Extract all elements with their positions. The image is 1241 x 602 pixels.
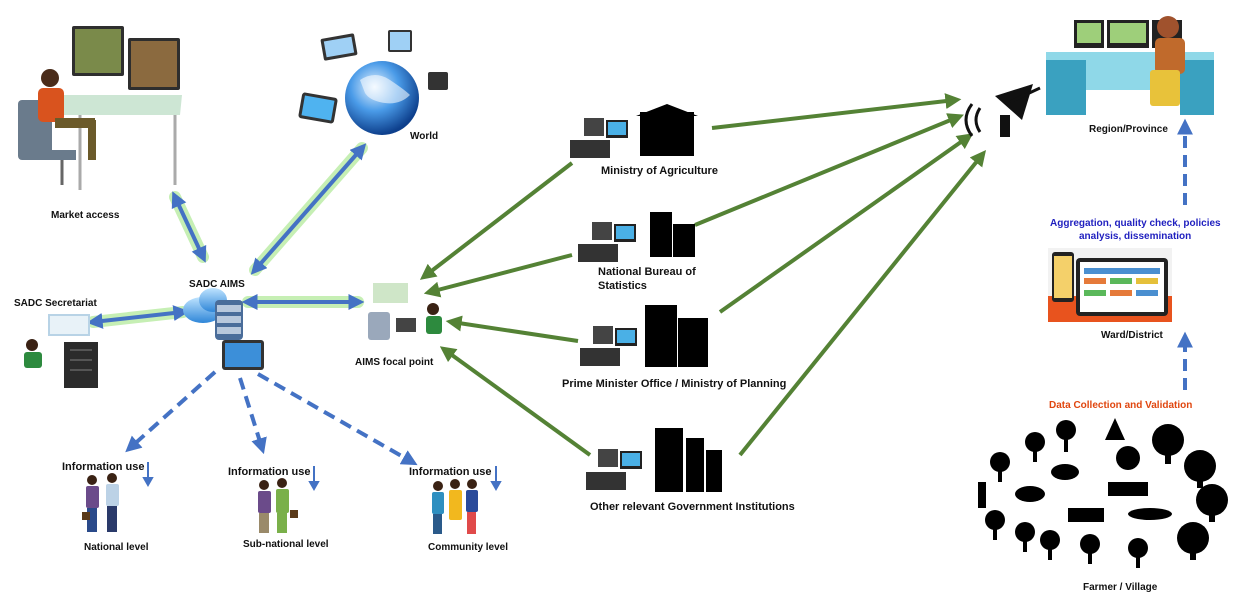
satellite-dish-icon — [964, 84, 1041, 137]
pmo-label: Prime Minister Office / Ministry of Plan… — [562, 378, 787, 390]
region-province-label: Region/Province — [1089, 124, 1168, 135]
sadc-secretariat-label: SADC Secretariat — [14, 298, 97, 309]
tablet-dashboard-icon — [1048, 248, 1172, 322]
focal-point-icon — [368, 283, 442, 340]
sadc-aims-label: SADC AIMS — [189, 279, 245, 290]
subnational-level-label: Sub-national level — [243, 539, 329, 550]
market-access-label: Market access — [51, 210, 120, 221]
aggregation-label-line1: Aggregation, quality check, policies — [1050, 218, 1221, 229]
people-community-icon — [432, 479, 478, 534]
aims-secretariat-arrow — [86, 305, 190, 329]
farmer-village-label: Farmer / Village — [1083, 582, 1158, 593]
other-institutions-label: Other relevant Government Institutions — [590, 501, 795, 513]
people-subnational-icon — [258, 478, 298, 533]
aggregation-label-line2: analysis, dissemination — [1079, 231, 1192, 242]
info-use-community-label: Information use — [409, 466, 492, 478]
info-use-national-label: Information use — [62, 461, 145, 473]
analyst-at-desk-icon — [18, 26, 182, 190]
community-level-label: Community level — [428, 542, 509, 553]
animals-trees-icon — [978, 418, 1228, 568]
globe-with-devices-icon — [298, 30, 448, 135]
ward-district-label: Ward/District — [1101, 330, 1163, 341]
other-institutions-icon — [586, 428, 722, 492]
world-label: World — [410, 131, 439, 142]
aims-focal-point-label: AIMS focal point — [355, 357, 434, 368]
secretariat-icon — [24, 314, 98, 388]
aims-links — [86, 142, 368, 329]
satellite-arrows — [694, 93, 987, 457]
ministry-agriculture-icon — [570, 104, 698, 158]
province-workstation-icon — [1046, 16, 1214, 115]
info-use-subnational-label: Information use — [228, 466, 311, 478]
down-arrow-icons — [142, 462, 502, 492]
ministry-agriculture-label: Ministry of Agriculture — [601, 165, 718, 177]
people-national-icon — [82, 473, 119, 532]
aims-world-arrow — [250, 143, 367, 275]
data-collection-label: Data Collection and Validation — [1049, 400, 1193, 411]
pmo-icon — [580, 305, 708, 367]
info-use-arrows — [125, 370, 418, 466]
national-bureau-icon — [578, 212, 695, 262]
cloud-database-icon — [183, 288, 264, 370]
institution-arrows — [419, 161, 592, 457]
nbs-label-line1: National Bureau of — [598, 266, 696, 278]
aims-market-arrow — [171, 191, 207, 263]
nbs-label-line2: Statistics — [598, 280, 647, 292]
national-level-label: National level — [84, 542, 149, 553]
